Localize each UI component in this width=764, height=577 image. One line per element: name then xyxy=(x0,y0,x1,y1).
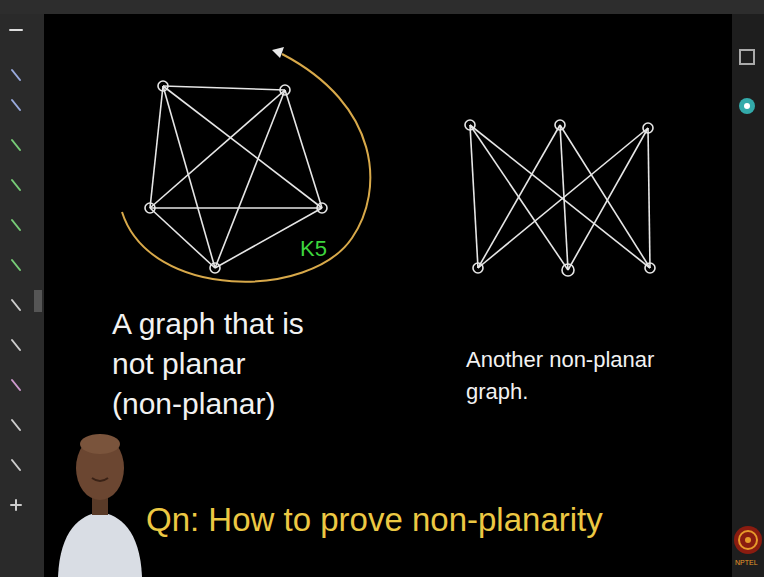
handwritten-note: A graph that is not planar (non-planar) xyxy=(112,304,316,424)
tool-icons xyxy=(10,30,755,510)
title-bar xyxy=(0,0,764,14)
k5-graph xyxy=(145,81,327,273)
yellow-curve xyxy=(122,54,370,282)
cursor-arrow xyxy=(272,47,284,58)
left-toolbar xyxy=(0,14,44,577)
presenter-video xyxy=(58,434,142,577)
k33-graph xyxy=(465,120,655,276)
nptel-logo xyxy=(734,526,762,554)
logo-text: NPTEL xyxy=(735,558,758,567)
right-panel xyxy=(732,14,764,577)
handwritten-note: Another non-planar graph. xyxy=(466,344,671,408)
graph-name: K5 xyxy=(300,236,327,262)
question-note: Qn: How to prove non-planarity xyxy=(146,500,603,540)
